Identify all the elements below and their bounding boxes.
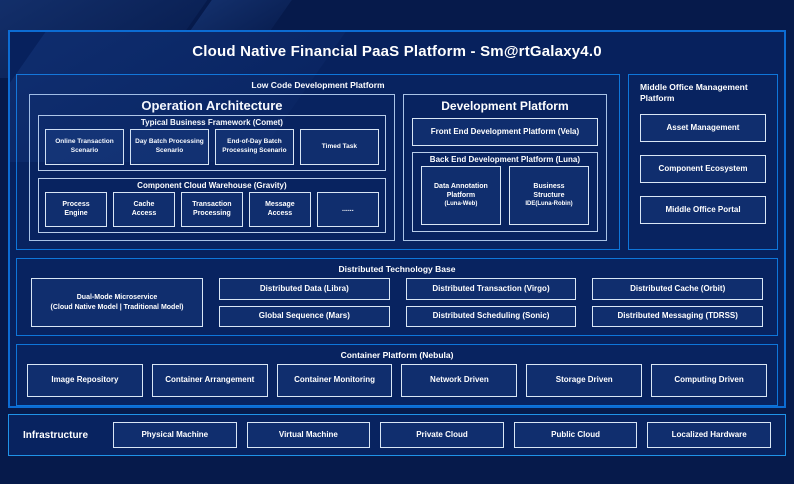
comet-label: Typical Business Framework (Comet) [140,118,283,127]
luna-items: Data Annotation Platform (Luna-Web) Busi… [413,165,597,231]
low-code-content: Operation Architecture Typical Business … [17,92,619,249]
container-item-container-monitoring: Container Monitoring [276,364,393,397]
comet-item-day-batch-processing-scenario: Day Batch Processing Scenario [129,129,209,165]
container-item-network-driven: Network Driven [401,364,518,397]
distributed-column: Distributed Cache (Orbit) Distributed Me… [592,278,764,327]
gravity-items: Process Engine Cache Access Transaction … [39,191,385,233]
luna-item-data-annotation-platform: Data Annotation Platform (Luna-Web) [420,166,501,225]
panel-development-platform: Development Platform Front End Developme… [402,94,607,241]
section-infrastructure: Infrastructure Physical Machine Virtual … [8,414,786,456]
panel-operation-architecture: Operation Architecture Typical Business … [29,94,395,241]
middle-office-item-asset-management: Asset Management [640,113,766,142]
luna-item-sub: IDE(Luna-Robin) [525,201,573,208]
section-distributed-technology-base: Distributed Technology Base Dual-Mode Mi… [16,258,778,336]
luna-item-main: Data Annotation Platform [434,183,488,200]
section-container-platform-nebula: Container Platform (Nebula) Image Reposi… [16,344,778,406]
development-platform-title: Development Platform [441,99,569,113]
distributed-body: Dual-Mode Microservice (Cloud Native Mod… [17,276,777,335]
operation-architecture-title: Operation Architecture [141,98,283,113]
luna-item-main: Business Structure [533,183,565,200]
gravity-item-process-engine: Process Engine [45,191,107,227]
container-item-container-arrangement: Container Arrangement [151,364,268,397]
main-panel: Cloud Native Financial PaaS Platform - S… [8,30,786,408]
gravity-item-transaction-processing: Transaction Processing [180,191,243,227]
container-platform-items: Image Repository Container Arrangement C… [17,362,777,405]
distributed-item-distributed-data-libra: Distributed Data (Libra) [219,278,390,300]
container-item-storage-driven: Storage Driven [526,364,643,397]
gravity-item-message-access: Message Access [248,191,311,227]
luna-item-sub: (Luna-Web) [444,201,478,208]
distributed-item-distributed-cache-orbit: Distributed Cache (Orbit) [592,278,764,300]
container-item-image-repository: Image Repository [27,364,143,397]
distributed-item-dual-mode-microservice: Dual-Mode Microservice (Cloud Native Mod… [31,278,203,327]
comet-item-end-of-day-batch-processing-scenario: End-of-Day Batch Processing Scenario [214,129,294,165]
distributed-item-distributed-scheduling-sonic: Distributed Scheduling (Sonic) [405,305,577,327]
top-row: Low Code Development Platform Operation … [16,74,778,250]
distributed-item-distributed-messaging-tdrss: Distributed Messaging (TDRSS) [592,305,764,327]
distributed-column: Distributed Transaction (Virgo) Distribu… [405,278,577,327]
section-middle-office-management-platform: Middle Office Management Platform Asset … [628,74,778,250]
distributed-header: Distributed Technology Base [338,264,456,274]
infrastructure-item-physical-machine: Physical Machine [113,422,237,448]
gravity-item-ellipsis: ...... [316,191,379,227]
comet-items: Online Transaction Scenario Day Batch Pr… [39,128,385,170]
distributed-column: Distributed Data (Libra) Global Sequence… [219,278,390,327]
group-component-cloud-warehouse-gravity: Component Cloud Warehouse (Gravity) Proc… [38,177,386,233]
infrastructure-item-virtual-machine: Virtual Machine [246,422,371,448]
front-end-development-platform-vela: Front End Development Platform (Vela) [411,118,598,146]
middle-office-header: Middle Office Management Platform [640,82,748,104]
middle-office-item-middle-office-portal: Middle Office Portal [640,195,766,224]
section-low-code-development-platform: Low Code Development Platform Operation … [16,74,620,250]
container-platform-header: Container Platform (Nebula) [340,350,454,360]
group-typical-business-framework-comet: Typical Business Framework (Comet) Onlin… [38,115,386,171]
comet-item-online-transaction-scenario: Online Transaction Scenario [45,129,124,165]
luna-item-business-structure-ide: Business Structure IDE(Luna-Robin) [508,166,590,225]
page-title: Cloud Native Financial PaaS Platform - S… [192,43,602,60]
group-back-end-development-platform-luna: Back End Development Platform (Luna) Dat… [411,152,598,232]
luna-label: Back End Development Platform (Luna) [429,155,581,164]
low-code-header: Low Code Development Platform [251,80,385,90]
middle-office-item-component-ecosystem: Component Ecosystem [640,154,766,183]
distributed-item-global-sequence-mars: Global Sequence (Mars) [219,305,390,327]
gravity-item-cache-access: Cache Access [112,191,175,227]
container-item-computing-driven: Computing Driven [651,364,767,397]
gravity-label: Component Cloud Warehouse (Gravity) [137,180,287,190]
infrastructure-item-private-cloud: Private Cloud [380,422,504,448]
comet-item-timed-task: Timed Task [299,129,379,165]
distributed-item-distributed-transaction-virgo: Distributed Transaction (Virgo) [405,278,577,300]
infrastructure-item-public-cloud: Public Cloud [513,422,638,448]
infrastructure-item-localized-hardware: Localized Hardware [647,422,771,448]
infrastructure-label: Infrastructure [23,429,89,441]
